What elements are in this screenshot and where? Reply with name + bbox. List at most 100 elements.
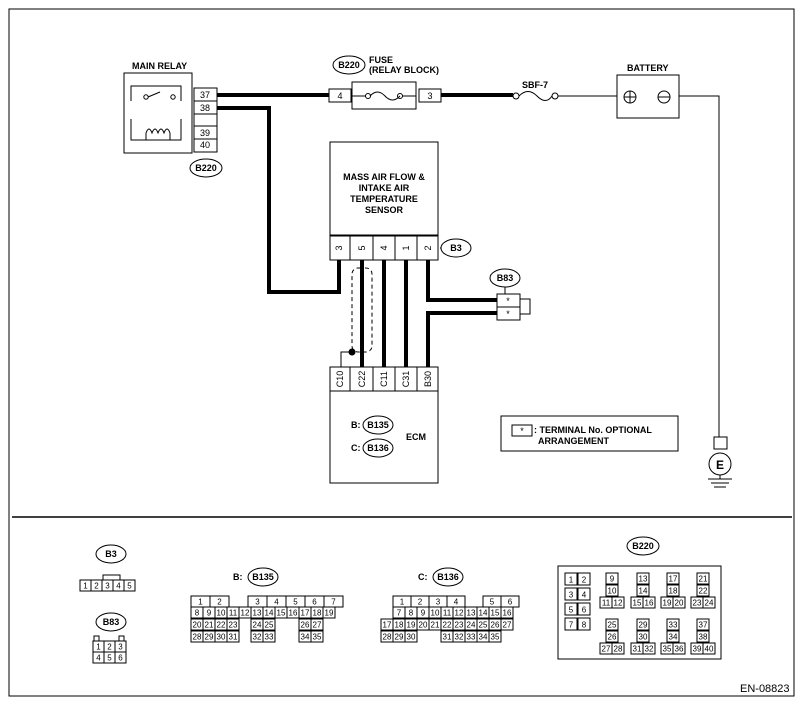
b135-pin-19-label: 19 (325, 609, 334, 618)
relay-pin-40: 40 (200, 140, 210, 150)
ecm-prefix-b: B: (351, 420, 361, 430)
fuse: B220 FUSE (RELAY BLOCK) 4 3 (328, 55, 442, 110)
b220-pin-8-cell (577, 617, 591, 631)
b220-pin-7-cell (564, 617, 578, 631)
legend-line2: ARRANGEMENT (538, 436, 610, 446)
b220-pin-19-label: 19 (663, 599, 672, 608)
b83-connector: B83 * * (489, 268, 531, 321)
b135-pin-18-label: 18 (313, 609, 322, 618)
b220-pin-8-label: 8 (582, 621, 587, 630)
b136-pin-17-label: 17 (383, 621, 392, 630)
b136-pin-5-label: 5 (490, 598, 495, 607)
b136-pin-30-label: 30 (407, 633, 416, 642)
sensor-title-line2: INTAKE AIR (359, 183, 410, 193)
sensor-pin-4: 4 (379, 245, 389, 250)
b220-pin-23-label: 23 (693, 599, 702, 608)
ecm-pin-c11: C11 (379, 371, 389, 387)
b136-pin-10-label: 10 (431, 609, 440, 618)
sensor-badge: B3 (450, 243, 462, 253)
b135-pin-20-label: 20 (193, 621, 202, 630)
b136-pin-1-label: 1 (400, 598, 405, 607)
b136-face-prefix: C: (418, 572, 428, 582)
b220-pin-25-label: 25 (608, 621, 617, 630)
sensor-pin-1: 1 (401, 245, 411, 250)
b135-pin-23-cell (226, 618, 240, 631)
b135-pin-28-label: 28 (193, 633, 202, 642)
b135-pin-22-label: 22 (217, 621, 226, 630)
b135-pin-4-label: 4 (274, 598, 279, 607)
relay-pin-38: 38 (200, 103, 210, 113)
b135-pin-32-label: 32 (253, 633, 262, 642)
fuse-pin-3: 3 (427, 91, 432, 101)
sbf-7: SBF-7 (512, 80, 559, 101)
b135-pin-13-label: 13 (253, 609, 262, 618)
b135-pin-23-label: 23 (229, 621, 238, 630)
b3-pin-2-label: 2 (94, 582, 99, 591)
b83-pin-b: * (506, 309, 510, 319)
b220-pin-4-label: 4 (582, 591, 587, 600)
b220-pin-3-cell (564, 587, 578, 601)
b220-pin-39-label: 39 (693, 645, 702, 654)
fuse-badge: B220 (338, 60, 360, 70)
legend-line1: : TERMINAL No. OPTIONAL (534, 425, 652, 435)
b220-pin-4-cell (577, 587, 591, 601)
b135-pin-25-label: 25 (265, 621, 274, 630)
b220-pin-5-label: 5 (569, 606, 574, 615)
b220-pin-18-cell (666, 584, 680, 597)
b83-pin-6-cell (114, 651, 127, 664)
b220-pin-14-cell (636, 584, 650, 597)
b3-pin-4-label: 4 (116, 582, 121, 591)
b136-pin-23-label: 23 (455, 621, 464, 630)
b220-pin-40-cell (702, 642, 716, 655)
b136-pin-18-label: 18 (395, 621, 404, 630)
fuse-pin-4: 4 (337, 91, 342, 101)
b220-pin-6-label: 6 (582, 606, 587, 615)
b135-pin-25-cell (262, 618, 276, 631)
b136-pin-32-label: 32 (455, 633, 464, 642)
b220-pin-26-label: 26 (608, 633, 617, 642)
b136-pin-16-cell (500, 606, 514, 619)
b135-pin-29-label: 29 (205, 633, 214, 642)
b220-pin-24-label: 24 (705, 599, 714, 608)
b220-pin-9-label: 9 (610, 575, 615, 584)
b220-pin-26-cell (605, 630, 619, 643)
b220-pin-18-label: 18 (669, 587, 678, 596)
b135-pin-27-cell (310, 618, 324, 631)
b135-pin-10-label: 10 (217, 609, 226, 618)
sbf-label: SBF-7 (522, 80, 548, 90)
wires (217, 93, 720, 437)
b135-pin-5-label: 5 (293, 598, 298, 607)
b220-pin-20-cell (672, 596, 686, 609)
b220-pin-10-label: 10 (608, 587, 617, 596)
b136-pin-8-label: 8 (409, 609, 414, 618)
battery-title: BATTERY (627, 63, 669, 73)
b136-face-badge: B136 (437, 572, 459, 582)
battery: BATTERY (616, 63, 680, 119)
b136-pin-2-label: 2 (418, 598, 423, 607)
b220-pin-11-label: 11 (602, 599, 611, 608)
b83-badge: B83 (497, 273, 514, 283)
main-relay-title: MAIN RELAY (132, 61, 187, 71)
main-relay-badge: B220 (195, 163, 217, 173)
b83-pin-1-label: 1 (96, 643, 101, 652)
b136-pin-35-cell (488, 630, 502, 643)
b220-pin-38-label: 38 (699, 633, 708, 642)
b83-pin-5-label: 5 (107, 654, 112, 663)
sensor-title-line3: TEMPERATURE (350, 194, 418, 204)
b135-pin-31-cell (226, 630, 240, 643)
b135-pin-24-label: 24 (253, 621, 262, 630)
main-relay: MAIN RELAY 37 38 39 40 B220 (123, 61, 223, 178)
b3-face-badge: B3 (105, 549, 117, 559)
b136-pin-35-label: 35 (491, 633, 500, 642)
b136-pin-22-label: 22 (443, 621, 452, 630)
b83-face-badge: B83 (103, 617, 120, 627)
b135-pin-33-label: 33 (265, 633, 274, 642)
ecm-pin-c22: C22 (357, 371, 367, 388)
b220-pin-32-label: 32 (645, 645, 654, 654)
b135-pin-33-cell (262, 630, 276, 643)
b83-pin-a: * (506, 296, 510, 306)
b136-pin-28-label: 28 (383, 633, 392, 642)
b136-pin-13-label: 13 (467, 609, 476, 618)
b220-pin-17-cell (666, 572, 680, 585)
b135-pin-15-label: 15 (277, 609, 286, 618)
